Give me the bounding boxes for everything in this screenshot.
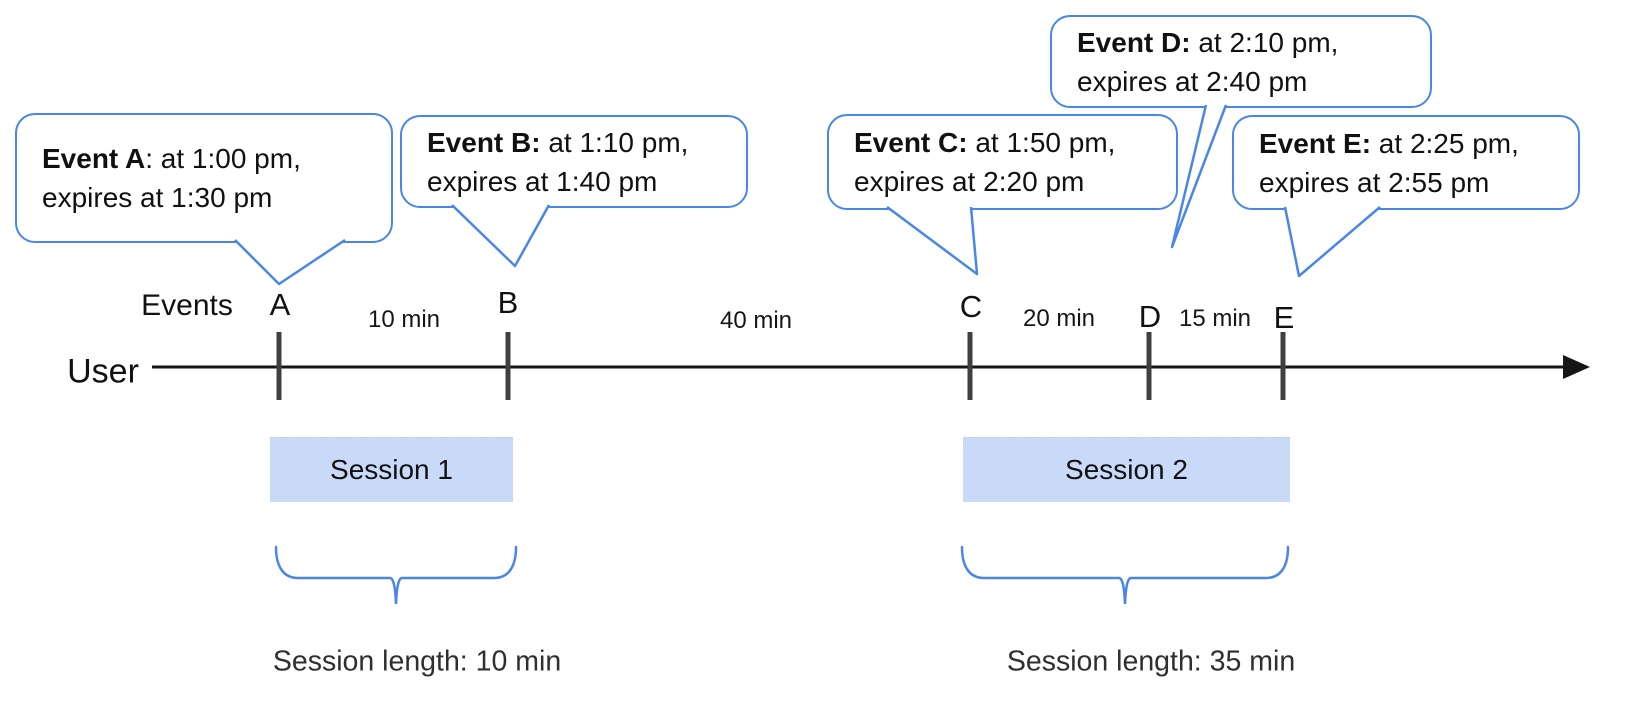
session1-brace: [274, 545, 518, 605]
callout-event-a-line2: expires at 1:30 pm: [42, 182, 273, 213]
gap-label-c-d: 20 min: [1022, 305, 1096, 332]
events-row-label: Events: [141, 289, 233, 322]
gap-label-a-b: 10 min: [367, 306, 441, 333]
tick-event-c: [967, 332, 973, 400]
callout-event-c-line2: expires at 2:20 pm: [854, 166, 1085, 197]
callout-event-c-title: Event C:: [854, 127, 968, 158]
tick-label-c: C: [959, 289, 983, 324]
callout-event-d: Event D: at 2:10 pm, expires at 2:40 pm: [1050, 15, 1432, 108]
tick-event-e: [1280, 332, 1286, 400]
callout-event-d-line1: Event D: at 2:10 pm,: [1077, 26, 1339, 58]
session1-bar: Session 1: [270, 437, 513, 502]
callout-event-e-title: Event E:: [1259, 127, 1372, 159]
session2-brace: [960, 545, 1290, 605]
callout-event-e-line2: expires at 2:55 pm: [1259, 166, 1490, 198]
callout-event-a-line1: Event A: at 1:00 pm,: [42, 143, 301, 174]
tick-label-b: B: [497, 285, 519, 320]
callout-event-e: Event E: at 2:25 pm, expires at 2:55 pm: [1232, 115, 1580, 210]
callout-event-b: Event B: at 1:10 pm, expires at 1:40 pm: [400, 115, 748, 208]
tick-event-a: [276, 332, 282, 400]
callout-event-c: Event C: at 1:50 pm, expires at 2:20 pm: [827, 114, 1178, 210]
callout-event-a: Event A: at 1:00 pm, expires at 1:30 pm: [15, 113, 393, 243]
session2-bar-label: Session 2: [1065, 454, 1188, 485]
callout-event-c-line1: Event C: at 1:50 pm,: [854, 127, 1116, 158]
callout-event-d-title: Event D:: [1077, 26, 1191, 58]
session1-length-label: Session length: 10 min: [272, 645, 562, 678]
callout-event-d-line2: expires at 2:40 pm: [1077, 65, 1308, 97]
callout-event-b-line2: expires at 1:40 pm: [427, 165, 658, 197]
session2-length-label: Session length: 35 min: [1006, 645, 1296, 678]
callout-event-b-line1: Event B: at 1:10 pm,: [427, 126, 689, 158]
tick-label-e: E: [1273, 300, 1295, 335]
session2-bar: Session 2: [963, 437, 1290, 502]
tick-event-b: [505, 332, 511, 400]
gap-label-d-e: 15 min: [1178, 305, 1252, 332]
tick-label-d: D: [1138, 299, 1162, 334]
tick-event-d: [1146, 332, 1152, 400]
session1-bar-label: Session 1: [330, 454, 453, 485]
user-axis-label: User: [67, 352, 139, 391]
tick-label-a: A: [269, 287, 291, 322]
timeline-arrowhead-icon: [1563, 355, 1590, 379]
gap-label-b-c: 40 min: [719, 307, 793, 334]
callout-event-e-line1: Event E: at 2:25 pm,: [1259, 127, 1519, 159]
callout-event-b-title: Event B:: [427, 126, 541, 158]
callout-event-a-title: Event A: [42, 143, 146, 174]
